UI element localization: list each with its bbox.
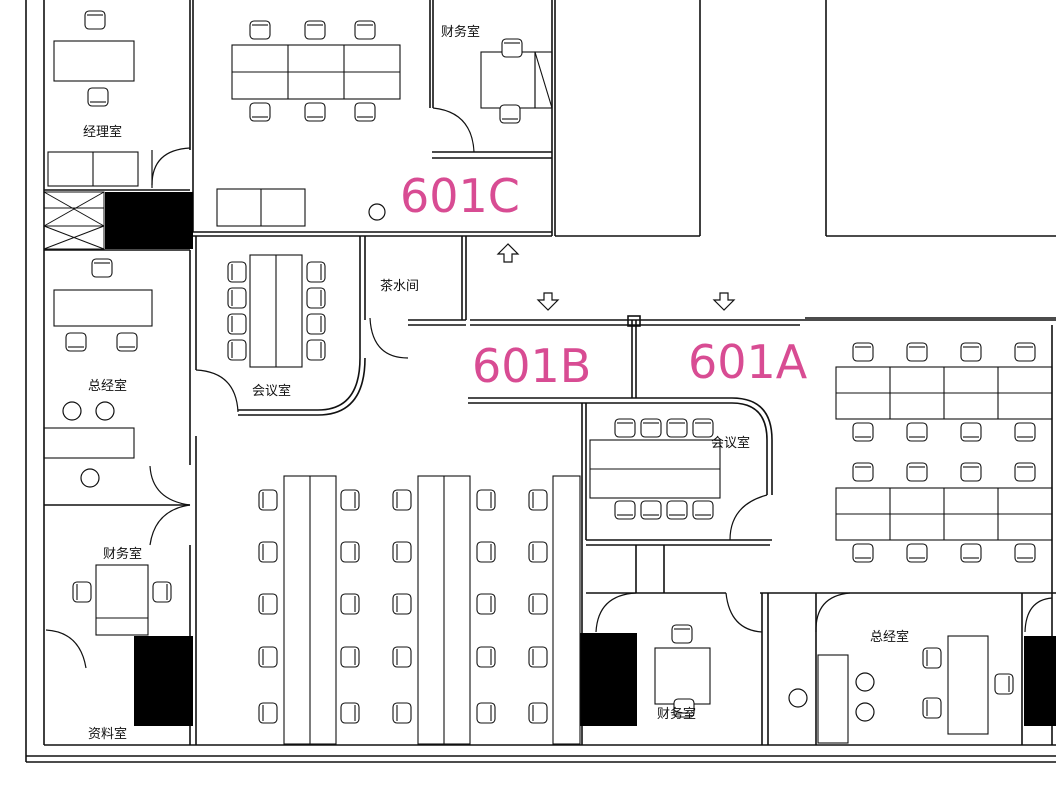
desk-chair-icon bbox=[614, 418, 636, 438]
desk-chair-icon bbox=[528, 489, 548, 511]
room-label-meeting-left: 会议室 bbox=[252, 383, 291, 399]
desk-chair-icon bbox=[306, 339, 326, 361]
desk-chair-icon bbox=[906, 422, 928, 442]
unit-label-601c: 601C bbox=[400, 169, 520, 223]
entrance-arrow-down-icon bbox=[536, 292, 736, 311]
doors bbox=[45, 107, 1053, 669]
desk-chair-icon bbox=[227, 287, 247, 309]
desk-chair-icon bbox=[354, 102, 376, 122]
desk-chair-icon bbox=[392, 593, 412, 615]
desk-chair-icon bbox=[84, 10, 106, 30]
desk-chair-icon bbox=[227, 313, 247, 335]
desk-chair-icon bbox=[960, 462, 982, 482]
desk-chair-icon bbox=[152, 581, 172, 603]
desk-chair-icon bbox=[994, 673, 1014, 695]
desk-chair-icon bbox=[671, 624, 693, 644]
desk-chair-icon bbox=[692, 500, 714, 520]
room-label-tea-room: 茶水间 bbox=[380, 278, 419, 294]
desk-chair-icon bbox=[227, 339, 247, 361]
desk-chair-icon bbox=[392, 702, 412, 724]
desk-chair-icon bbox=[528, 541, 548, 563]
chairs bbox=[65, 10, 1036, 724]
desk-chair-icon bbox=[258, 593, 278, 615]
desk-chair-icon bbox=[852, 462, 874, 482]
desk-chair-icon bbox=[1014, 342, 1036, 362]
stools bbox=[62, 203, 875, 722]
desk-chair-icon bbox=[258, 541, 278, 563]
desk-chair-icon bbox=[249, 102, 271, 122]
desk-chair-icon bbox=[528, 702, 548, 724]
desk-chair-icon bbox=[340, 702, 360, 724]
desk-chair-icon bbox=[91, 258, 113, 278]
desk-chair-icon bbox=[65, 332, 87, 352]
desk-chair-icon bbox=[476, 541, 496, 563]
desk-chair-icon bbox=[304, 102, 326, 122]
desk-chair-icon bbox=[476, 702, 496, 724]
desk-chair-icon bbox=[476, 489, 496, 511]
desk-chair-icon bbox=[249, 20, 271, 40]
desk-chair-icon bbox=[354, 20, 376, 40]
desk-chair-icon bbox=[692, 418, 714, 438]
desk-chair-icon bbox=[392, 646, 412, 668]
desk-chair-icon bbox=[1014, 422, 1036, 442]
desk-chair-icon bbox=[528, 646, 548, 668]
desk-chair-icon bbox=[258, 489, 278, 511]
room-label-gm-left: 总经室 bbox=[88, 378, 127, 394]
desk-chair-icon bbox=[640, 500, 662, 520]
desk-chair-icon bbox=[392, 541, 412, 563]
desk-chair-icon bbox=[340, 489, 360, 511]
desk-chair-icon bbox=[960, 543, 982, 563]
desk-chair-icon bbox=[499, 104, 521, 124]
room-label-finance-bottom: 财务室 bbox=[657, 706, 696, 722]
desk-chair-icon bbox=[666, 500, 688, 520]
desk-chair-icon bbox=[392, 489, 412, 511]
room-label-archive: 资料室 bbox=[88, 726, 127, 742]
desk-chair-icon bbox=[306, 287, 326, 309]
unit-label-601a: 601A bbox=[688, 335, 808, 389]
desk-chair-icon bbox=[852, 543, 874, 563]
desk-chair-icon bbox=[528, 593, 548, 615]
desk-chair-icon bbox=[960, 422, 982, 442]
room-label-finance-left: 财务室 bbox=[103, 546, 142, 562]
desk-chair-icon bbox=[258, 646, 278, 668]
desk-chair-icon bbox=[501, 38, 523, 58]
desk-chair-icon bbox=[72, 581, 92, 603]
desk-chair-icon bbox=[906, 462, 928, 482]
desk-chair-icon bbox=[258, 702, 278, 724]
desk-chair-icon bbox=[906, 342, 928, 362]
desk-chair-icon bbox=[960, 342, 982, 362]
desk-chair-icon bbox=[673, 698, 695, 718]
desk-chair-icon bbox=[340, 593, 360, 615]
stair-hatch bbox=[43, 191, 105, 250]
room-label-manager-office: 经理室 bbox=[83, 124, 122, 140]
desk-chair-icon bbox=[1014, 462, 1036, 482]
desk-chair-icon bbox=[852, 422, 874, 442]
desk-chair-icon bbox=[227, 261, 247, 283]
room-label-finance-top: 财务室 bbox=[441, 24, 480, 40]
desk-chair-icon bbox=[306, 313, 326, 335]
desk-chair-icon bbox=[304, 20, 326, 40]
desk-chair-icon bbox=[666, 418, 688, 438]
desk-chair-icon bbox=[476, 593, 496, 615]
room-label-meeting-right: 会议室 bbox=[711, 435, 750, 451]
desk-chair-icon bbox=[340, 541, 360, 563]
desk-chair-icon bbox=[640, 418, 662, 438]
desk-chair-icon bbox=[306, 261, 326, 283]
desk-chair-icon bbox=[476, 646, 496, 668]
desk-chair-icon bbox=[340, 646, 360, 668]
desk-chair-icon bbox=[922, 647, 942, 669]
desk-chair-icon bbox=[922, 697, 942, 719]
desk-chair-icon bbox=[1014, 543, 1036, 563]
unit-label-601b: 601B bbox=[472, 339, 591, 393]
entrance-arrow-up-icon bbox=[496, 243, 520, 263]
desk-chair-icon bbox=[116, 332, 138, 352]
solid-blocks bbox=[105, 192, 1056, 726]
desk-chair-icon bbox=[906, 543, 928, 563]
desk-chair-icon bbox=[614, 500, 636, 520]
room-label-gm-right: 总经室 bbox=[870, 629, 909, 645]
desk-chair-icon bbox=[87, 87, 109, 107]
desk-chair-icon bbox=[852, 342, 874, 362]
